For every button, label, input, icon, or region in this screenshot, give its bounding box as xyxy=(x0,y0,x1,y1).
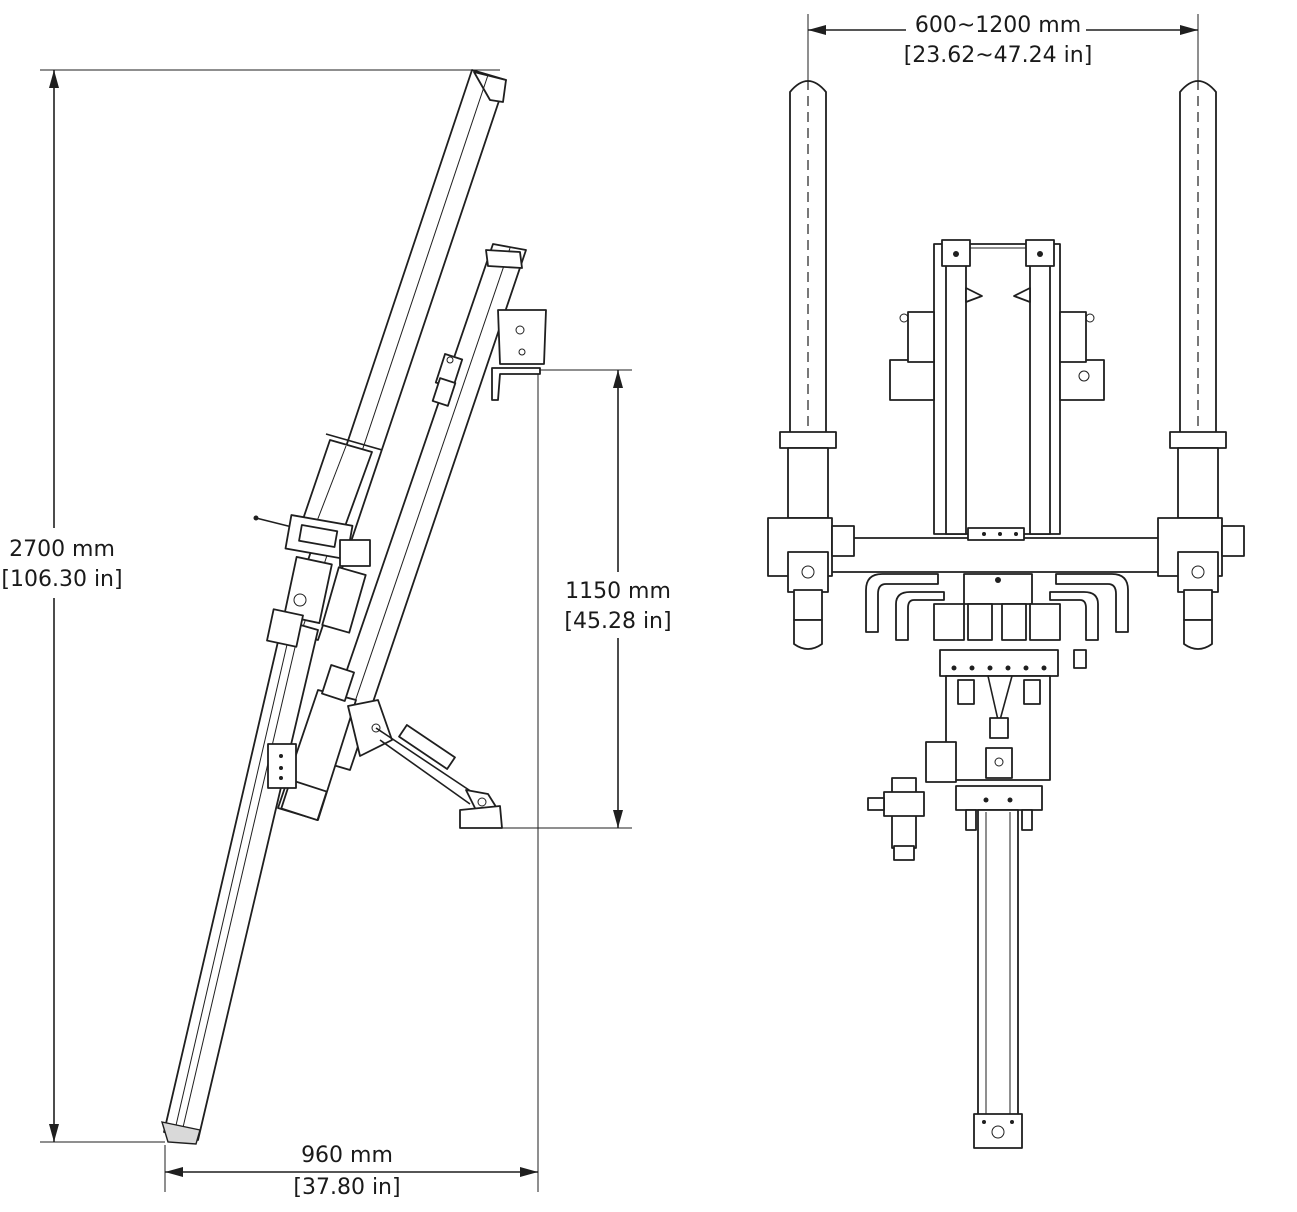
side-sensor-bracket xyxy=(431,353,464,407)
top-mount-bracket xyxy=(491,309,547,401)
left-fork-foot xyxy=(787,551,829,650)
right-fork-foot xyxy=(1177,551,1219,650)
side-mid-bracket xyxy=(267,664,355,789)
mount-height-metric: 1150 mm xyxy=(565,579,671,604)
front-frame xyxy=(889,239,1105,535)
mount-height-imperial: [45.28 in] xyxy=(564,609,671,634)
front-bottom-leg xyxy=(973,809,1023,1149)
side-frame-column xyxy=(277,243,527,822)
overall-height-imperial: [106.30 in] xyxy=(1,567,122,592)
front-air-regulator xyxy=(867,741,957,861)
fork-width-dimension xyxy=(807,14,1199,80)
base-length-metric: 960 mm xyxy=(301,1143,393,1168)
front-lower-carriage xyxy=(865,573,1129,677)
fork-width-metric: 600~1200 mm xyxy=(915,13,1081,38)
base-length-imperial: [37.80 in] xyxy=(293,1175,400,1200)
front-lower-mechanism xyxy=(945,675,1051,781)
side-clamp-assembly xyxy=(253,514,371,648)
right-fork-tube xyxy=(1169,80,1227,570)
fork-width-imperial: [23.62~47.24 in] xyxy=(904,43,1093,68)
overall-height-dimension xyxy=(40,69,500,1143)
overall-height-metric: 2700 mm xyxy=(9,537,115,562)
front-view: 600~1200 mm [23.62~47.24 in] xyxy=(767,13,1245,1149)
side-view: 2700 mm [106.30 in] 960 mm [37.80 in] 11… xyxy=(1,69,672,1200)
base-length-dimension xyxy=(164,370,539,1192)
side-strut-arm xyxy=(347,699,503,829)
left-fork-tube xyxy=(779,80,837,570)
